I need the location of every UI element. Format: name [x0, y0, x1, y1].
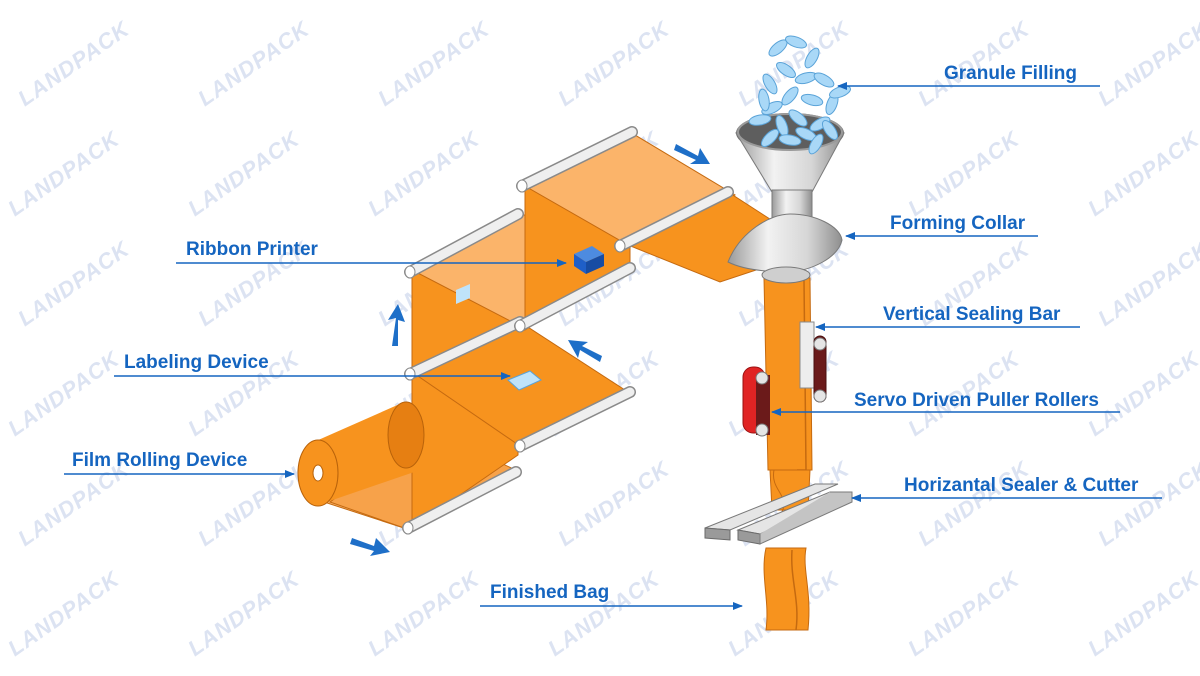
flow-arrow-up-icon: [388, 304, 405, 346]
granule: [813, 72, 835, 88]
granule: [788, 109, 808, 127]
granule: [821, 120, 839, 140]
roller-end-cap: [514, 319, 526, 333]
label-film-rolling: Film Rolling Device: [72, 450, 247, 471]
label-servo-puller: Servo Driven Puller Rollers: [854, 390, 1099, 411]
roller-body: [515, 387, 635, 451]
ribbon-printer-box: [574, 246, 604, 274]
roller-body: [517, 127, 637, 191]
roller-end-cap: [614, 239, 626, 253]
granule-pile: [748, 35, 851, 155]
label-granule-filling: Granule Filling: [944, 63, 1077, 84]
label-horizontal-sealer: Horizantal Sealer & Cutter: [904, 475, 1139, 496]
flow-arrows: [350, 144, 710, 556]
watermark-text: LANDPACK: [363, 565, 485, 661]
watermark-text: LANDPACK: [3, 565, 125, 661]
granule: [800, 93, 824, 107]
servo-puller-rollers: [742, 366, 770, 437]
watermark-text: LANDPACK: [903, 125, 1025, 221]
granule: [760, 128, 780, 148]
roller-end-cap: [516, 179, 528, 193]
label-patch: [507, 370, 542, 391]
watermark-text: LANDPACK: [373, 15, 495, 111]
film-roll: [297, 401, 425, 507]
granule: [804, 47, 820, 69]
finished-bag: [763, 547, 810, 631]
roller-group: [402, 126, 734, 535]
granule: [781, 86, 799, 106]
roller-end-cap: [404, 265, 416, 279]
roller-body: [615, 187, 733, 251]
watermark-text: LANDPACK: [1093, 235, 1200, 331]
granule: [762, 73, 778, 95]
print-mark: [456, 284, 470, 304]
watermark-text: LANDPACK: [1083, 565, 1200, 661]
roller-end-cap: [514, 439, 526, 453]
watermark-text: LANDPACK: [1083, 125, 1200, 221]
watermark-text: LANDPACK: [543, 565, 665, 661]
watermark-layer: LANDPACK LANDPACK LANDPACK LANDPACK LANDPACK…: [3, 15, 1200, 661]
flow-arrow-right-top-icon: [674, 144, 710, 164]
watermark-text: LANDPACK: [183, 565, 305, 661]
roller-body: [405, 317, 525, 379]
watermark-text: LANDPACK: [13, 15, 135, 111]
roller-end-cap: [404, 367, 416, 381]
leader-lines: [64, 82, 1162, 610]
watermark-text: LANDPACK: [183, 125, 305, 221]
label-vertical-sealing-bar: Vertical Sealing Bar: [883, 304, 1061, 325]
label-forming-collar: Forming Collar: [890, 213, 1026, 234]
watermark-text: LANDPACK: [363, 125, 485, 221]
watermark-text: LANDPACK: [1083, 345, 1200, 441]
watermark-text: LANDPACK: [553, 455, 675, 551]
vertical-tube: [763, 277, 813, 513]
label-labeling-device: Labeling Device: [124, 352, 269, 373]
watermark-text: LANDPACK: [903, 565, 1025, 661]
roller-body: [403, 467, 521, 533]
horizontal-sealer: [704, 483, 853, 545]
granule: [758, 88, 770, 112]
forming-collar-shape: [727, 213, 843, 284]
watermark-text: LANDPACK: [193, 15, 315, 111]
label-finished-bag: Finished Bag: [490, 582, 609, 603]
granule: [808, 133, 824, 155]
watermark-text: LANDPACK: [1093, 455, 1200, 551]
watermark-text: LANDPACK: [3, 345, 125, 441]
granule: [785, 35, 807, 49]
label-ribbon-printer: Ribbon Printer: [186, 239, 319, 260]
flow-arrow-right-bottom-icon: [350, 538, 390, 556]
vertical-sealing-bar: [799, 321, 827, 403]
watermark-text: LANDPACK: [553, 15, 675, 111]
granule: [748, 114, 772, 126]
labels: Granule Filling Forming Collar Vertical …: [72, 63, 1139, 603]
watermark-text: LANDPACK: [3, 125, 125, 221]
granule: [778, 134, 802, 146]
watermark-text: LANDPACK: [913, 455, 1035, 551]
watermark-text: LANDPACK: [1093, 15, 1200, 111]
flow-arrow-upleft-icon: [568, 340, 602, 362]
granule: [776, 61, 796, 79]
watermark-text: LANDPACK: [13, 235, 135, 331]
roller-body: [515, 263, 635, 331]
roller-end-cap: [402, 521, 414, 535]
granule: [761, 101, 783, 115]
